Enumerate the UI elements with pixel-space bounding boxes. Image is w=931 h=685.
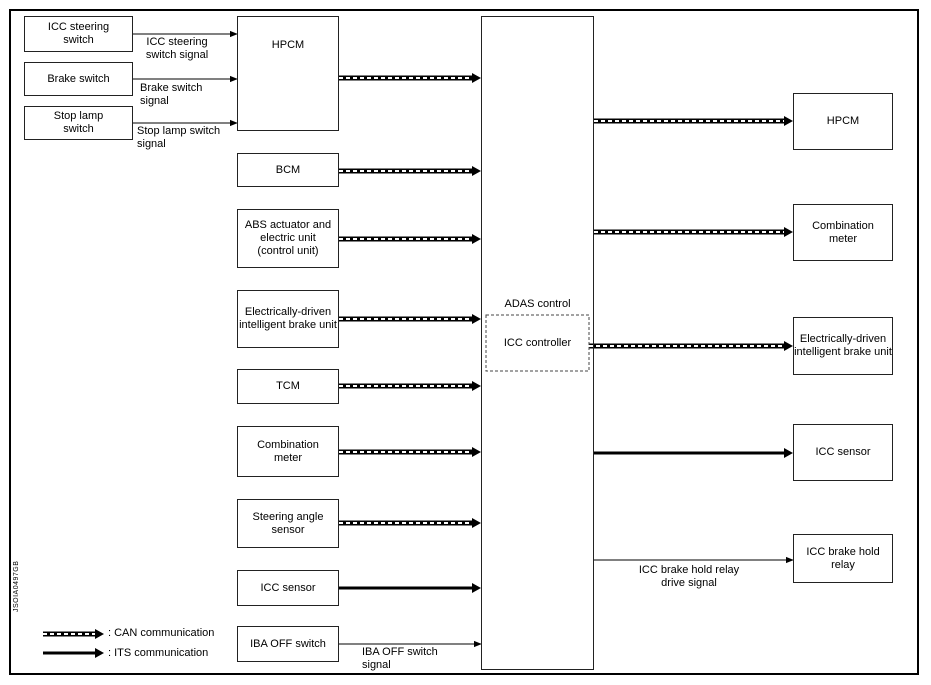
its-line-icc-sensor-out (594, 448, 793, 458)
adas-control-label: ADAS control (504, 298, 571, 310)
stop-lamp-switch-label: Stop lamp switch (53, 110, 104, 135)
its-line-icc-sensor-in (339, 583, 481, 593)
brake-unit-output-box: Electrically-driven intelligent brake un… (793, 317, 893, 375)
icc-sensor-output-label: ICC sensor (815, 446, 871, 458)
brake-switch-signal-label: Brake switch signal (140, 82, 203, 107)
can-line-abs-in (339, 234, 481, 244)
abs-input-box: ABS actuator and electric unit (control … (237, 209, 339, 268)
abs-input-label: ABS actuator and electric unit (control … (244, 219, 332, 257)
brake-switch-label: Brake switch (47, 72, 110, 85)
hpcm-output-box: HPCM (793, 93, 893, 150)
legend-can-label: : CAN communication (108, 627, 215, 639)
meter-input-box: Combination meter (237, 426, 339, 477)
diagram-frame (9, 9, 919, 675)
iba-off-switch-box: IBA OFF switch (237, 626, 339, 662)
can-line-steering-angle-in (339, 518, 481, 528)
stop-lamp-switch-box: Stop lamp switch (24, 106, 133, 140)
icc-controller-label: ICC controller (503, 337, 572, 349)
brake-unit-output-label: Electrically-driven intelligent brake un… (794, 333, 892, 358)
legend-its-line (43, 648, 104, 658)
icc-steering-switch-label: ICC steering switch (47, 21, 110, 46)
bcm-input-label: BCM (275, 163, 301, 176)
hpcm-output-label: HPCM (826, 115, 860, 127)
icc-steering-switch-box: ICC steering switch (24, 16, 133, 52)
can-line-meter-in (339, 447, 481, 457)
figure-code: JSOIA0497GB (13, 560, 20, 612)
can-line-hpcm-in (339, 73, 481, 83)
meter-input-label: Combination meter (257, 438, 319, 464)
brake-hold-signal-label: ICC brake hold relay drive signal (638, 564, 740, 589)
legend-its-label: : ITS communication (108, 647, 209, 659)
legend-can-line (43, 629, 104, 639)
can-line-hpcm-out (594, 116, 793, 126)
hpcm-input-label: HPCM (271, 39, 305, 51)
meter-output-label: Combination meter (812, 219, 874, 245)
brake-unit-input-label: Electrically-driven intelligent brake un… (239, 306, 337, 331)
adas-control-box (481, 16, 594, 670)
can-line-tcm-in (339, 381, 481, 391)
tcm-input-box: TCM (237, 369, 339, 404)
icc-controller-box (485, 314, 590, 372)
steering-angle-input-label: Steering angle sensor (252, 510, 324, 536)
tcm-input-label: TCM (276, 380, 300, 392)
can-line-bcm-in (339, 166, 481, 176)
iba-off-switch-label: IBA OFF switch (250, 637, 326, 650)
bcm-input-box: BCM (237, 153, 339, 187)
brake-hold-relay-label: ICC brake hold relay (806, 545, 880, 571)
icc-sensor-input-label: ICC sensor (260, 581, 316, 594)
can-line-brake-unit-in (339, 314, 481, 324)
icc-steering-signal-label: ICC steering switch signal (145, 36, 209, 61)
brake-switch-box: Brake switch (24, 62, 133, 96)
iba-off-signal-label: IBA OFF switch signal (362, 646, 438, 671)
icc-sensor-input-box: ICC sensor (237, 570, 339, 606)
meter-output-box: Combination meter (793, 204, 893, 261)
brake-hold-relay-box: ICC brake hold relay (793, 534, 893, 583)
can-line-meter-out (594, 227, 793, 237)
brake-unit-input-box: Electrically-driven intelligent brake un… (237, 290, 339, 348)
icc-sensor-output-box: ICC sensor (793, 424, 893, 481)
stop-lamp-signal-label: Stop lamp switch signal (137, 125, 221, 150)
hpcm-input-box: HPCM (237, 16, 339, 131)
steering-angle-input-box: Steering angle sensor (237, 499, 339, 548)
can-line-brake-unit-out (589, 341, 793, 351)
